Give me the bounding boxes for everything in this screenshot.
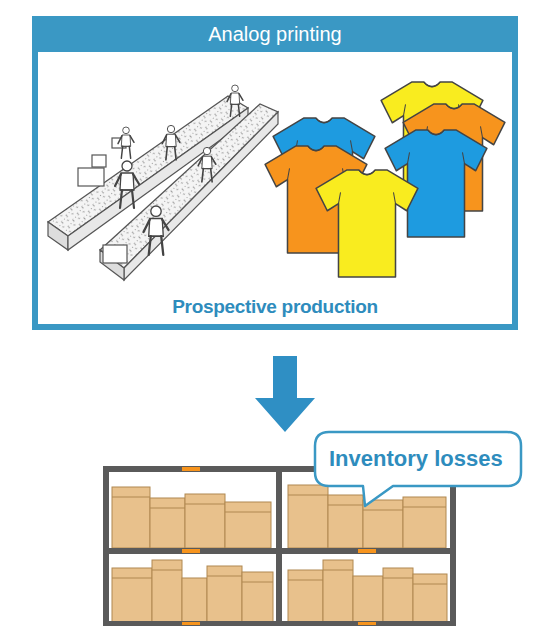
panel-header: Analog printing [32, 16, 518, 52]
panel-caption: Prospective production [32, 296, 518, 318]
panel-inner [38, 52, 512, 324]
tshirts [265, 82, 505, 277]
bubble-shape [315, 432, 521, 506]
shelf-frame [103, 466, 456, 626]
production-panel: Analog printingProspective production [32, 16, 518, 330]
speech-bubble: Inventory losses [315, 432, 521, 486]
panel-frame [32, 16, 518, 330]
bubble-text: Inventory losses [315, 432, 521, 486]
conveyor-illustration [48, 85, 278, 280]
flow-arrow [255, 356, 315, 432]
